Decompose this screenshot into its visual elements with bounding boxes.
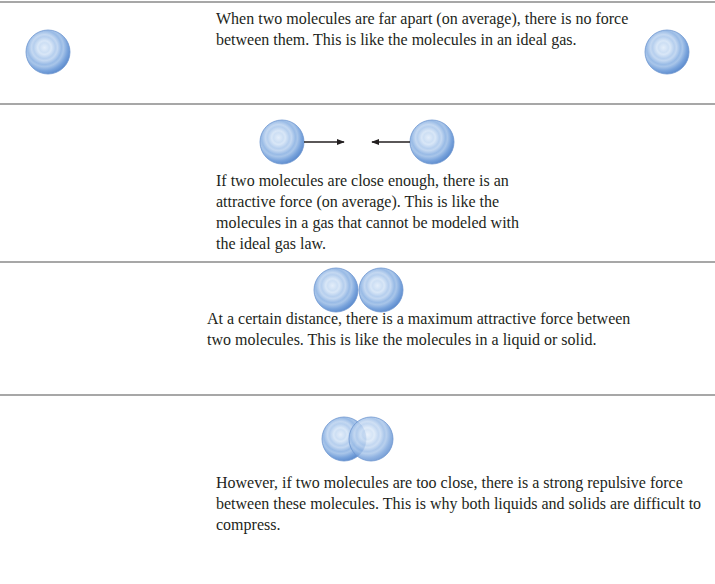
molecule xyxy=(359,268,403,312)
molecule xyxy=(645,30,689,74)
divider-rule xyxy=(0,1,715,3)
caption-text: However, if two molecules are too close,… xyxy=(216,472,708,535)
caption-text: If two molecules are close enough, there… xyxy=(216,170,528,254)
molecule xyxy=(349,417,393,461)
force-arrow xyxy=(304,141,344,142)
caption-text: At a certain distance, there is a maximu… xyxy=(207,308,643,350)
divider-rule xyxy=(0,103,715,105)
molecule xyxy=(26,30,70,74)
divider-rule xyxy=(0,261,715,263)
molecule xyxy=(314,268,358,312)
caption-text: When two molecules are far apart (on ave… xyxy=(216,8,668,50)
force-arrow xyxy=(372,141,410,142)
molecule xyxy=(410,120,454,164)
molecule xyxy=(260,120,304,164)
divider-rule xyxy=(0,394,715,396)
